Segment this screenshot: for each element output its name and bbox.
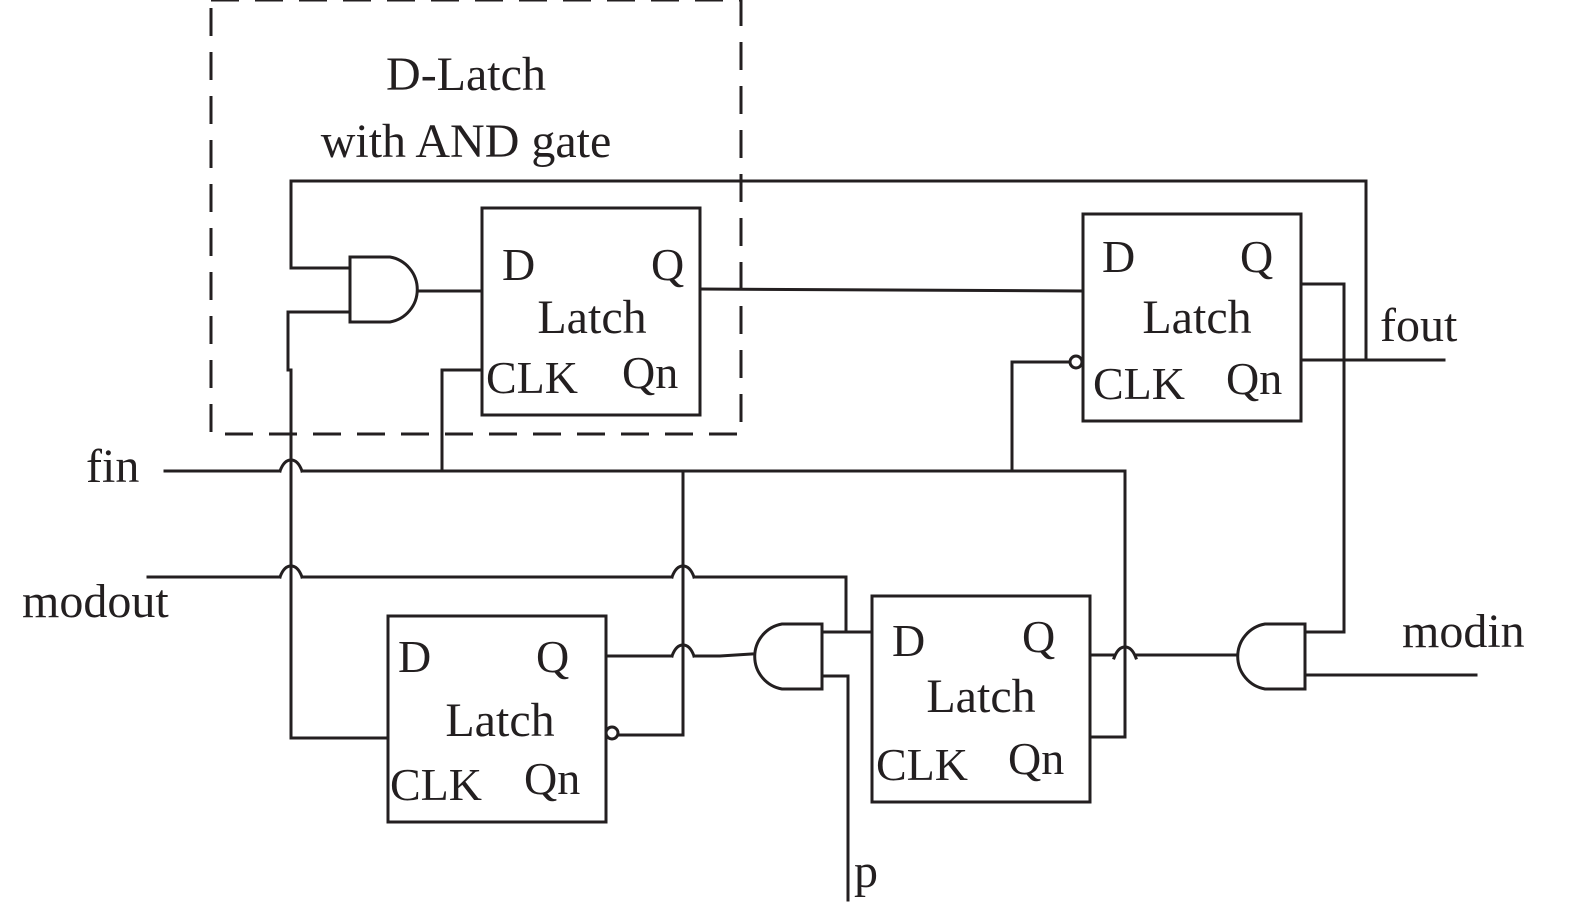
latch-2: D Q Latch CLK Qn <box>1081 212 1303 423</box>
signal-fout: fout <box>1380 299 1458 352</box>
wire-latch1-q <box>698 287 1086 293</box>
latch-2-qn: Qn <box>1226 353 1282 404</box>
wire-latch3-q-to-and2 <box>692 652 754 658</box>
wire-feedback-top <box>289 179 1368 362</box>
wire-hop-fin-bus <box>1112 645 1138 660</box>
signal-fin: fin <box>86 440 139 493</box>
latch-3: D Q Latch CLK Qn <box>386 614 608 824</box>
wire-and1-input2 <box>286 310 352 464</box>
latch3-qn-bubble <box>604 725 620 741</box>
and-gate-3 <box>1236 622 1307 691</box>
wire-latch2-clk <box>1010 360 1072 473</box>
and-gate-1 <box>348 255 419 324</box>
latch-4-qn: Qn <box>1008 733 1064 784</box>
latch-1: D Q Latch CLK Qn <box>480 206 702 417</box>
latch-2-d: D <box>1102 231 1135 282</box>
group-title-line2: with AND gate <box>321 115 612 168</box>
latch-4: D Q Latch CLK Qn <box>870 594 1092 804</box>
latch-3-clk: CLK <box>390 759 482 810</box>
latch-1-name: Latch <box>537 291 646 344</box>
latch-1-qn: Qn <box>622 347 678 398</box>
latch-3-qn: Qn <box>524 753 580 804</box>
signal-p: p <box>854 845 878 898</box>
signal-modout: modout <box>22 575 169 628</box>
latch-4-clk: CLK <box>876 739 968 790</box>
signal-modin: modin <box>1402 605 1525 658</box>
latch-2-q: Q <box>1240 231 1273 282</box>
wire-latch2-q <box>1298 282 1346 634</box>
latch-1-d: D <box>502 239 535 290</box>
latch-3-name: Latch <box>445 694 554 747</box>
and-gate-2 <box>753 622 824 691</box>
latch-3-d: D <box>398 631 431 682</box>
latch-4-q: Q <box>1022 611 1055 662</box>
wire-p <box>820 674 850 902</box>
latch-3-q: Q <box>536 631 569 682</box>
wire-to-latch3-clk <box>289 564 390 740</box>
wires <box>146 179 1478 902</box>
latch2-clk-inversion-bubble <box>1068 354 1084 370</box>
latch-2-name: Latch <box>1142 291 1251 344</box>
latch-4-d: D <box>892 615 925 666</box>
latch-1-clk: CLK <box>486 352 578 403</box>
latch-2-clk: CLK <box>1093 358 1185 409</box>
wire-fin-bus <box>300 469 1127 739</box>
wire-latch3-qn <box>616 643 685 737</box>
wire-latch1-clk <box>440 368 484 473</box>
group-title-line1: D-Latch <box>386 48 546 101</box>
latch-1-q: Q <box>651 239 684 290</box>
latch-4-name: Latch <box>926 670 1035 723</box>
